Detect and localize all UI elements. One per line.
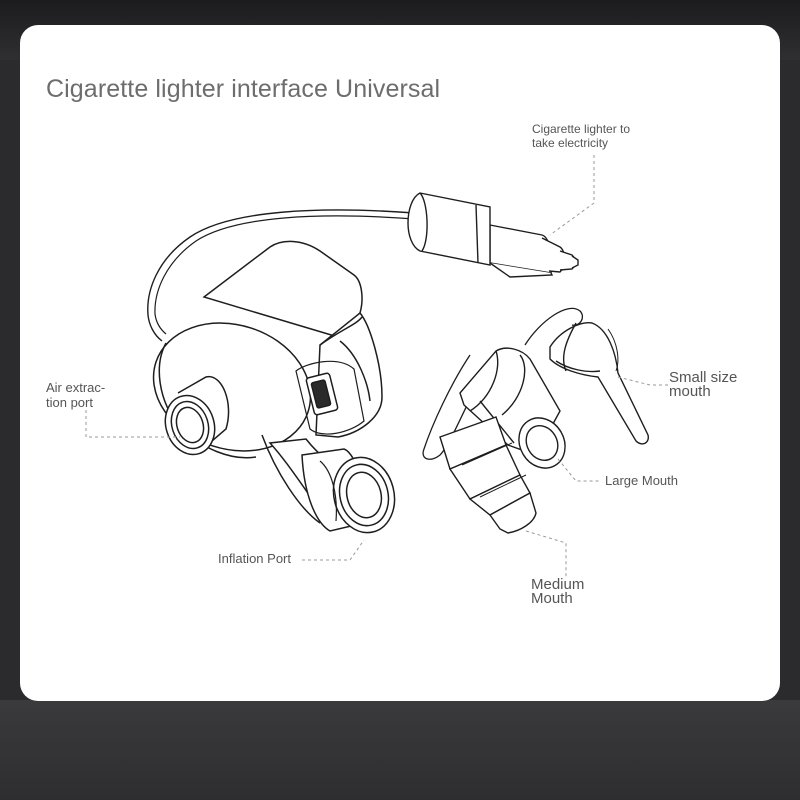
- nozzle-tether: [422, 354, 483, 460]
- power-cord: [147, 209, 415, 342]
- leader-lines: [85, 155, 670, 577]
- power-cord-inner: [154, 215, 415, 335]
- label-large-mouth: Large Mouth: [605, 473, 678, 488]
- air-extraction-port: [164, 376, 230, 456]
- small-size-nozzle: [549, 322, 650, 445]
- large-mouth-nozzle: [459, 347, 566, 469]
- air-pump: [152, 240, 383, 524]
- label-air-extraction-port: Air extrac- tion port: [46, 380, 106, 410]
- label-small-size-mouth: Small size mouth: [669, 369, 738, 401]
- page-title: Cigarette lighter interface Universal: [46, 75, 441, 103]
- leader-small-mouth: [617, 376, 670, 386]
- inflation-port: [301, 448, 396, 534]
- nozzle-tether-loop: [524, 307, 584, 346]
- leader-large-mouth: [557, 458, 600, 482]
- label-inflation-port: Inflation Port: [218, 551, 291, 566]
- cigarette-lighter-plug: [407, 192, 579, 278]
- product-card: Cigarette lighter interface Universal: [20, 25, 780, 701]
- label-medium-mouth: Medium Mouth: [531, 576, 585, 608]
- medium-mouth-nozzle: [439, 416, 537, 534]
- leader-air-extraction: [85, 410, 180, 438]
- leader-medium-mouth: [525, 530, 567, 577]
- leader-inflation: [302, 539, 365, 561]
- dark-background-bottom: [0, 700, 800, 800]
- leader-cigarette: [549, 155, 595, 236]
- label-cigarette-lighter: Cigarette lighter to take electricity: [532, 122, 631, 151]
- air-pump-diagram: [85, 155, 670, 577]
